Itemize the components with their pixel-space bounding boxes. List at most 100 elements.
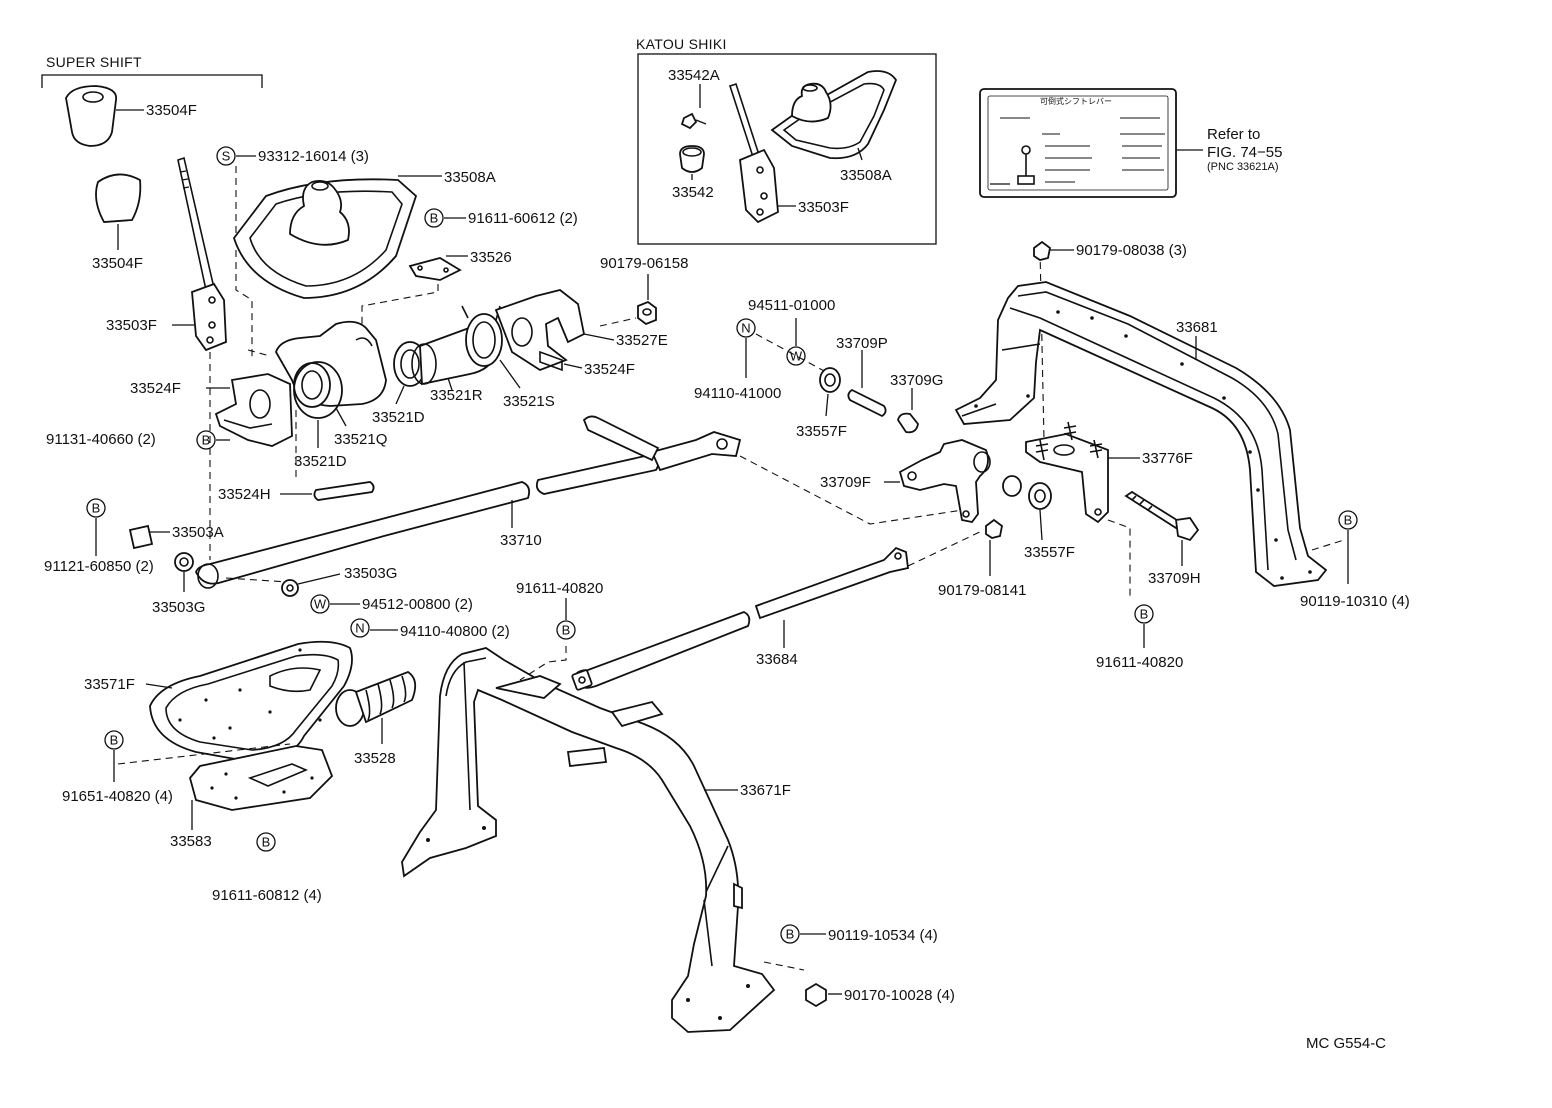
svg-text:N: N [355,621,364,636]
link-rod-33684 [571,546,909,691]
label-33709h: 33709H [1148,570,1201,587]
label-33524h: 33524H [218,486,271,503]
spring-boot-33528 [335,670,417,744]
pin-33524h [280,481,375,501]
label-91611-60812: 91611-60812 (4) [212,887,322,904]
svg-text:B: B [202,433,211,448]
label-33521q: 33521Q [334,431,387,448]
label-33528: 33528 [354,750,396,767]
shift-boot-33508a-katou [770,70,898,161]
bolt-symbol-s-93312: S [216,146,256,166]
label-33709g: 33709G [890,372,943,389]
label-33557f-lower: 33557F [1024,544,1075,561]
bolt-symbol-b-91651: B [104,730,124,782]
shift-housing-33521q [275,320,387,427]
label-plate-text-lines [1000,117,1165,183]
bolt-symbol-b-90119-10534: B [780,924,826,944]
svg-text:N: N [741,321,750,336]
cover-plate-33571f [145,640,353,763]
label-33526: 33526 [470,249,512,266]
boot-33521d-left [293,361,343,448]
bracket-33776f [1025,421,1140,524]
svg-text:B: B [1140,607,1149,622]
shift-rod-33710 [195,415,742,589]
super-shift-title: SUPER SHIFT [46,54,142,70]
shift-lever-33503f-katou [728,82,796,224]
label-94511-01000: 94511-01000 [748,297,835,314]
nut-90170-10028 [805,982,842,1008]
label-33524f-right: 33524F [584,361,635,378]
svg-text:B: B [110,733,119,748]
shift-knob-33504f [95,173,142,250]
label-93312-16014: 93312-16014 (3) [258,148,369,165]
label-33521s: 33521S [503,393,555,410]
label-33503f: 33503F [106,317,157,334]
leader-dashed-93312 [235,166,253,360]
bolt-symbol-b-91121: B [86,498,106,556]
svg-text:B: B [562,623,571,638]
bushing-33503a [128,524,170,550]
washer-33557f-lower [1002,475,1052,541]
nut-90179-06158 [637,274,657,326]
label-33684: 33684 [756,651,798,668]
caution-label-plate: 可倒式シフトレバー [979,88,1203,198]
label-90179-08141: 90179-08141 [938,582,1026,599]
pin-33709p [847,350,887,418]
refer-line3: (PNC 33621A) [1207,161,1279,173]
label-33503a: 33503A [172,524,224,541]
label-90119-10534: 90119-10534 (4) [828,927,938,944]
label-33681: 33681 [1176,319,1218,336]
svg-text:W: W [790,349,803,364]
bolt-symbol-b-91131: B [196,430,230,450]
label-33524f-left: 33524F [130,380,181,397]
bolt-symbol-b-91611-40820-left: B [556,598,576,640]
label-33521d-bottom: 33521D [294,453,347,470]
label-91651-40820: 91651-40820 (4) [62,788,173,805]
bracket-33524f-left [206,373,293,447]
label-33542: 33542 [672,184,714,201]
shift-lever-33503f [172,156,227,352]
label-33557f-upper: 33557F [796,423,847,440]
base-plate-33583 [189,745,334,830]
clamp-33521s [461,305,521,389]
bolt-symbol-b-91611-60612: B [424,208,466,228]
bolt-symbol-b-91611-60812: B [256,832,276,852]
label-33571f: 33571F [84,676,135,693]
label-33504f: 33504F [92,255,143,272]
label-33709f: 33709F [820,474,871,491]
svg-text:B: B [430,211,439,226]
washer-symbol-w-94511: W [786,318,806,366]
svg-text:B: B [1344,513,1353,528]
refer-line2: FIG. 74−55 [1207,144,1282,161]
label-91611-40820-right: 91611-40820 [1096,654,1183,671]
label-33503g-right: 33503G [344,565,397,582]
label-33503f-katou: 33503F [798,199,849,216]
bushing-33709g [897,388,919,434]
bushing-33503g-right [281,573,341,597]
bushing-33557f-upper [819,367,841,417]
svg-text:S: S [222,149,231,164]
bushing-33503g-left [174,552,194,592]
svg-text:B: B [262,835,271,850]
label-33527e: 33527E [616,332,668,349]
label-33508a-katou: 33508A [840,167,892,184]
bell-crank-33709f [884,439,991,523]
nut-90179-08141 [985,518,1003,576]
frame-33671f [401,647,776,1033]
label-94512-00800: 94512-00800 (2) [362,596,473,613]
bolt-33709h [1124,490,1200,566]
label-33776f: 33776F [1142,450,1193,467]
label-33508a: 33508A [444,169,496,186]
bracket-33524f-right [494,289,615,372]
shift-knob-33504f-top [65,85,144,147]
ring-33521d [393,341,427,405]
label-94110-40800: 94110-40800 (2) [400,623,510,640]
katou-shiki-box [637,53,937,245]
label-33710: 33710 [500,532,542,549]
label-33542a: 33542A [668,67,720,84]
label-91611-60612: 91611-60612 (2) [468,210,578,227]
nut-90179-08038 [1033,240,1074,261]
washer-symbol-w-94512: W [310,594,360,614]
label-33503g-left: 33503G [152,599,205,616]
